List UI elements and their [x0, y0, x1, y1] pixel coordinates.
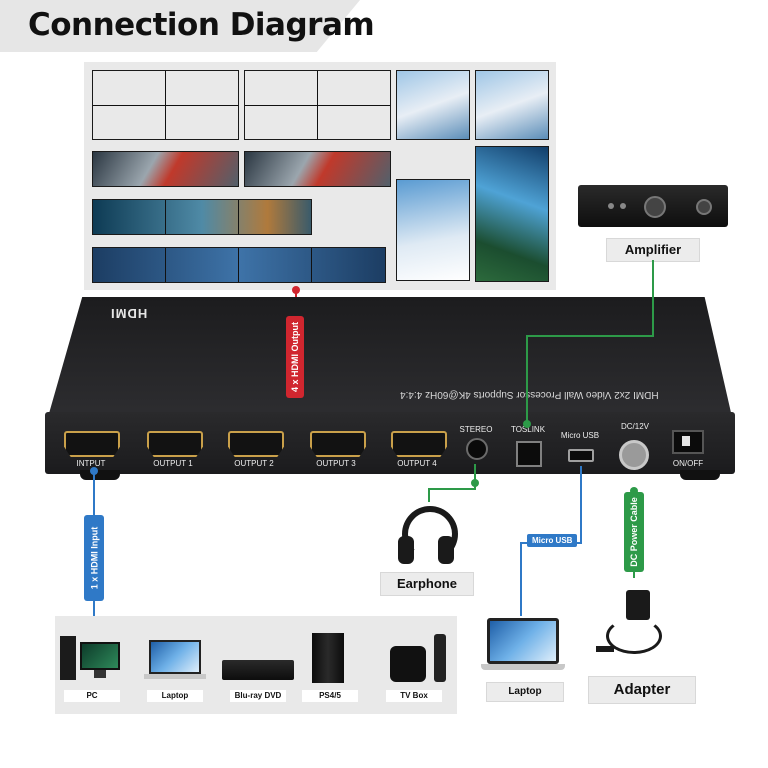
pc-image [60, 636, 120, 682]
output-port-label-3: OUTPUT 3 [316, 459, 356, 468]
source-label-tvbox: TV Box [386, 690, 442, 702]
earphone-line-horizontal [428, 488, 476, 490]
amplifier-label: Amplifier [606, 238, 700, 262]
title-banner [0, 0, 360, 52]
micro-usb-connection-label: Micro USB [527, 534, 578, 547]
device-foot-right [680, 470, 720, 480]
laptop-image [481, 618, 565, 672]
wall-layout-moto-a [92, 151, 239, 187]
toslink-label: TOSLINK [510, 425, 546, 434]
hdmi-input-port [64, 431, 120, 457]
amplifier-image [578, 185, 728, 227]
ps-image [312, 633, 344, 683]
amplifier-line-drop [526, 335, 528, 423]
earphone-line-drop [428, 488, 430, 502]
input-connector-dot [90, 467, 98, 475]
wall-layout-sky-a [396, 70, 470, 140]
wall-layout-1x4 [92, 247, 386, 283]
wall-layout-1x3 [92, 199, 312, 235]
adapter-label: Adapter [588, 676, 696, 704]
dc-power-cable-label: DC Power Cable [624, 492, 644, 572]
device-foot-left [80, 470, 120, 480]
input-port-label: INTPUT [76, 459, 106, 468]
source-label-bluray: Blu-ray DVD [230, 690, 286, 702]
tvbox-remote-image [434, 634, 446, 682]
stereo-label: STEREO [459, 425, 493, 434]
amplifier-line-horizontal [526, 335, 654, 337]
earphone-line-vertical [474, 464, 476, 490]
usb-line-vertical [580, 466, 582, 544]
dc-power-jack [619, 440, 649, 470]
dc-label: DC/12V [620, 422, 649, 431]
wall-layout-vertical-a [396, 179, 470, 281]
laptop-label: Laptop [486, 682, 564, 702]
hdmi-output-port-3 [310, 431, 366, 457]
power-switch [672, 430, 704, 454]
hdmi-output-port-1 [147, 431, 203, 457]
output-connector-dot [292, 286, 300, 294]
earphone-image [398, 504, 458, 566]
power-switch-label: ON/OFF [672, 459, 704, 468]
toslink-connector-dot [523, 420, 531, 428]
tvbox-image [390, 646, 426, 682]
hdmi-output-label: 4 x HDMI Output [286, 316, 304, 398]
hdmi-input-label: 1 x HDMI Input [84, 515, 104, 601]
bluray-image [222, 660, 294, 680]
micro-usb-label: Micro USB [560, 431, 600, 440]
output-port-label-2: OUTPUT 2 [234, 459, 274, 468]
wall-layout-2x2-quad [244, 70, 391, 140]
source-label-ps: PS4/5 [302, 690, 358, 702]
hdmi-logo: HDMI [110, 306, 148, 321]
dc-connector-dot [630, 487, 638, 495]
stereo-jack [466, 438, 488, 460]
earphone-label: Earphone [380, 572, 474, 596]
output-port-label-1: OUTPUT 1 [153, 459, 193, 468]
device-model-text: HDMI 2x2 Video Wall Processor Supports 4… [400, 389, 659, 400]
page-title: Connection Diagram [28, 7, 375, 43]
output-port-label-4: OUTPUT 4 [397, 459, 437, 468]
wall-layout-moto-b [244, 151, 391, 187]
source-laptop-image [144, 640, 206, 682]
wall-layout-2x2-single [92, 70, 239, 140]
device-top [48, 297, 732, 417]
micro-usb-port [568, 449, 594, 462]
wall-layout-sky-b [475, 70, 549, 140]
source-label-pc: PC [64, 690, 120, 702]
adapter-image [596, 590, 668, 664]
amplifier-line-vertical [652, 260, 654, 336]
hdmi-output-port-4 [391, 431, 447, 457]
usb-line-drop [520, 542, 522, 616]
hdmi-output-port-2 [228, 431, 284, 457]
source-label-laptop: Laptop [147, 690, 203, 702]
wall-layout-vertical-b [475, 146, 549, 282]
toslink-port [516, 441, 542, 467]
